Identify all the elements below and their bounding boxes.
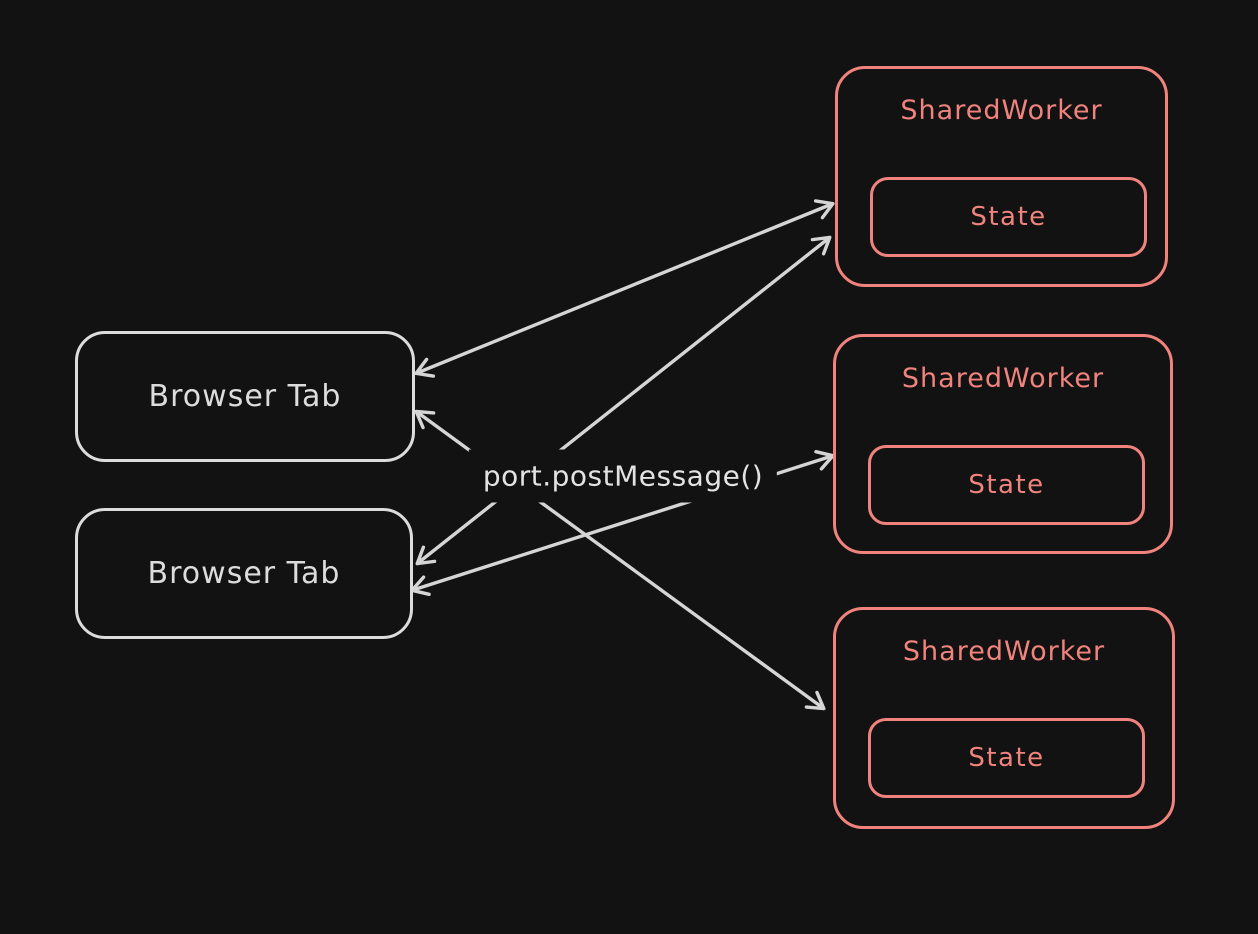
browser-tab-2-label: Browser Tab (147, 556, 341, 591)
port-postmessage-label: port.postMessage() (468, 449, 778, 503)
browser-tab-1-label: Browser Tab (148, 379, 342, 414)
arrow-tab1-worker1 (414, 199, 835, 378)
browser-tab-2-box: Browser Tab (75, 508, 413, 639)
shared-worker-1-title: SharedWorker (900, 95, 1103, 126)
shared-worker-2-state-box: State (868, 445, 1145, 525)
browser-tab-1-box: Browser Tab (75, 331, 415, 462)
shared-worker-2-box: SharedWorker State (833, 334, 1173, 554)
shared-worker-3-state-label: State (968, 743, 1045, 773)
shared-worker-3-state-box: State (868, 718, 1145, 798)
shared-worker-2-title: SharedWorker (901, 363, 1105, 394)
arrow-tab2-worker1 (415, 235, 832, 566)
shared-worker-1-state-box: State (870, 177, 1147, 257)
shared-worker-3-box: SharedWorker State (833, 607, 1175, 829)
shared-worker-1-box: SharedWorker State (835, 66, 1168, 287)
shared-worker-3-title: SharedWorker (902, 636, 1106, 667)
shared-worker-2-state-label: State (968, 470, 1045, 500)
shared-worker-1-state-label: State (970, 202, 1047, 232)
